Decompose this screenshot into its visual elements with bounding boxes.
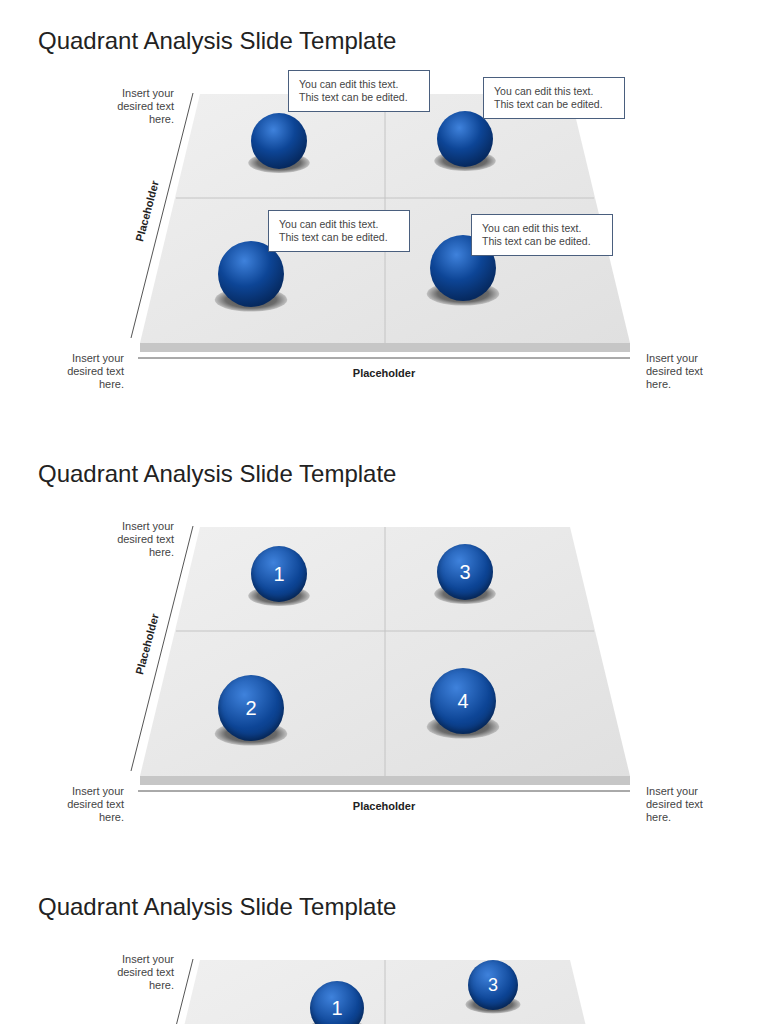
axis-end-note: Insert your desired text here. — [646, 785, 712, 824]
x-axis-line — [138, 791, 630, 792]
callout-number: 1 — [273, 563, 284, 586]
axis-end-note: Insert your desired text here. — [108, 87, 174, 126]
callout-box: You can edit this text. This text can be… — [268, 210, 410, 252]
callout-number: 3 — [488, 975, 498, 996]
axis-end-note: Insert your desired text here. — [58, 785, 124, 824]
axis-end-note: Insert your desired text here. — [108, 953, 174, 992]
plane-edge — [140, 343, 630, 352]
callout-number: 4 — [457, 690, 468, 713]
numbered-sphere: 4 — [430, 668, 496, 734]
grid-line — [176, 198, 594, 199]
axis-label: Placeholder — [133, 612, 161, 675]
y-axis-line — [131, 93, 193, 338]
axis-end-note: Insert your desired text here. — [108, 520, 174, 559]
callout-box: You can edit this text. This text can be… — [483, 77, 625, 119]
slide-title: Quadrant Analysis Slide Template — [38, 27, 396, 55]
callout-number: 1 — [331, 997, 342, 1020]
grid-line — [385, 960, 386, 1024]
callout-number: 3 — [459, 561, 470, 584]
sphere — [251, 113, 307, 169]
axis-end-note: Insert your desired text here. — [646, 352, 712, 391]
callout-box: You can edit this text. This text can be… — [288, 70, 430, 112]
y-axis-line — [131, 526, 193, 771]
callout-box: You can edit this text. This text can be… — [471, 214, 613, 256]
axis-label: Placeholder — [353, 800, 415, 812]
axis-label: Placeholder — [353, 367, 415, 379]
numbered-sphere: 1 — [251, 546, 307, 602]
slide-title: Quadrant Analysis Slide Template — [38, 893, 396, 921]
numbered-sphere: 2 — [218, 675, 284, 741]
callout-text: You can edit this text. This text can be… — [494, 85, 614, 111]
numbered-sphere: 3 — [437, 544, 493, 600]
axis-label: Placeholder — [133, 179, 161, 242]
numbered-sphere: 3 — [468, 960, 518, 1010]
x-axis-line — [138, 358, 630, 359]
callout-text: You can edit this text. This text can be… — [279, 218, 399, 244]
slide-title: Quadrant Analysis Slide Template — [38, 460, 396, 488]
callout-number: 2 — [245, 697, 256, 720]
quadrant-plane — [140, 527, 630, 776]
grid-line — [385, 527, 386, 776]
plane-edge — [140, 776, 630, 785]
axis-end-note: Insert your desired text here. — [58, 352, 124, 391]
quadrant-plane — [140, 960, 630, 1024]
grid-line — [176, 631, 594, 632]
sphere — [437, 111, 493, 167]
quadrant-plane — [140, 94, 630, 343]
callout-text: You can edit this text. This text can be… — [482, 222, 602, 248]
callout-text: You can edit this text. This text can be… — [299, 78, 419, 104]
